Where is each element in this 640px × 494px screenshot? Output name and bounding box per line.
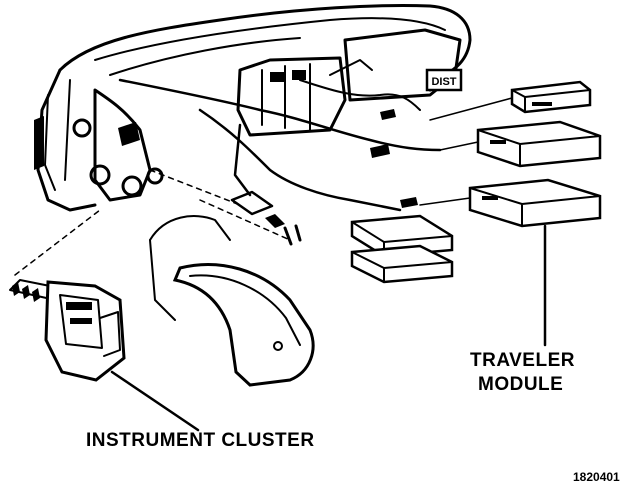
instrument-panel-carrier: DIST [34, 4, 472, 246]
traveler-module-stack [419, 80, 602, 347]
lower-modules [350, 214, 454, 284]
instrument-cluster [9, 209, 200, 432]
instrument-cluster-label: INSTRUMENT CLUSTER [86, 430, 315, 451]
figure-number: 1820401 [573, 470, 620, 484]
traveler-module-label-line1: TRAVELER [470, 350, 575, 371]
dist-badge-text: DIST [431, 76, 456, 88]
traveler-module-label-line2: MODULE [478, 374, 564, 395]
cluster-bezel [149, 215, 315, 387]
